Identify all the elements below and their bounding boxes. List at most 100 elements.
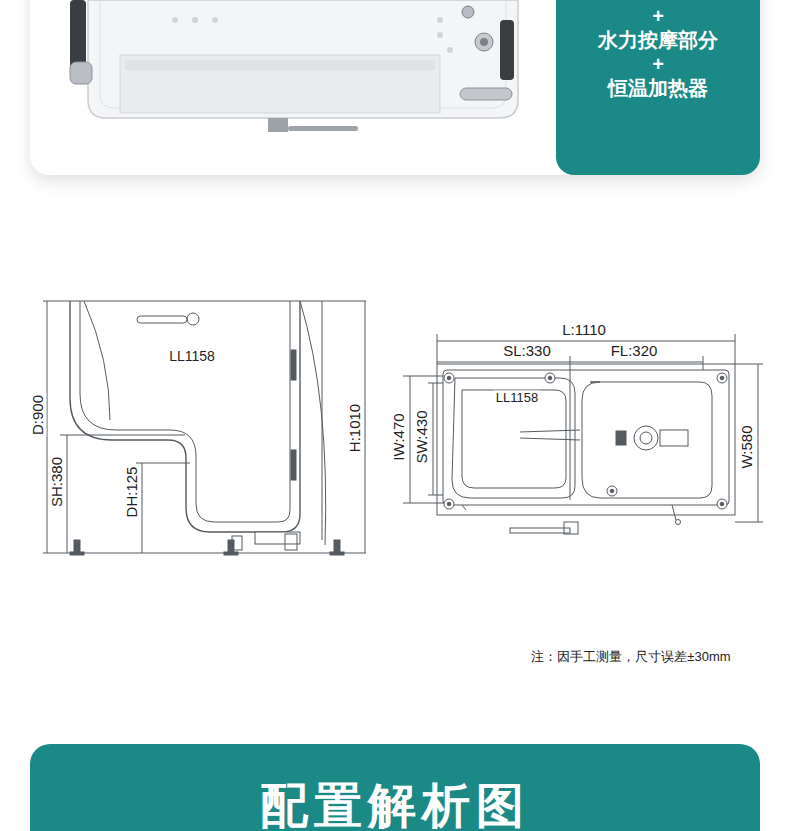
bathtub-photo-part <box>288 126 358 131</box>
node-text: + <box>652 52 664 76</box>
side-view-drawing-part <box>136 463 190 464</box>
dimension-label: DH:125 <box>123 465 140 520</box>
bathtub-photo-part <box>120 55 440 113</box>
bathtub-photo-part-part <box>192 17 198 23</box>
top-view-drawing-part <box>428 383 443 384</box>
top-view-drawing-part <box>582 382 712 498</box>
top-view-drawing-part <box>437 364 735 515</box>
top-view-drawing-part <box>703 356 704 370</box>
top-view-drawing-part-part <box>720 502 724 506</box>
side-view-drawing-part <box>43 553 366 554</box>
top-view-drawing-part <box>735 334 736 364</box>
dimension-label: L:1110 <box>560 321 608 338</box>
top-view-drawing-part <box>520 430 580 440</box>
top-view-drawing-part <box>640 432 652 444</box>
bathtub-photo-part <box>460 88 512 100</box>
top-view-drawing-part-part <box>610 489 614 493</box>
dimension-label: H:1010 <box>346 402 363 454</box>
side-view-drawing-part-part <box>334 540 340 553</box>
product-card-part <box>30 0 760 175</box>
side-view-drawing-part-part <box>228 540 234 553</box>
top-view-drawing-part <box>437 334 438 364</box>
bathtub-photo-part-part <box>212 17 218 23</box>
side-view-drawing-part-part <box>70 552 84 555</box>
side-view-drawing-part <box>300 301 326 545</box>
top-view-drawing-part <box>443 370 729 505</box>
bathtub-photo-part <box>268 118 288 132</box>
side-view-drawing-part <box>70 540 344 555</box>
top-view-drawing-part <box>676 520 681 525</box>
dimension-label: SH:380 <box>48 455 65 509</box>
side-view-drawing-part-part <box>224 552 238 555</box>
top-view-drawing-part-part <box>444 499 454 509</box>
top-view-drawing-part <box>672 505 676 520</box>
top-view-drawing-part <box>447 376 724 506</box>
bathtub-photo-part-part <box>172 17 178 23</box>
top-view-drawing-part-part <box>444 373 454 383</box>
side-view-drawing-part <box>291 350 296 380</box>
bathtub-photo-part <box>462 6 474 18</box>
top-view-drawing-part <box>403 503 443 504</box>
bathtub-photo-part <box>500 20 514 80</box>
top-view-drawing-part <box>735 522 763 523</box>
top-view-drawing-part-part <box>607 486 617 496</box>
bathtub-photo-part <box>125 60 435 70</box>
bathtub-photo-part <box>88 0 518 118</box>
side-view-drawing-part <box>291 450 296 480</box>
side-view-drawing-part <box>365 301 366 553</box>
side-view-drawing-part <box>47 301 48 553</box>
section-banner: 配置解析图 <box>30 744 760 831</box>
top-view-drawing-part-part <box>545 373 555 383</box>
top-view-drawing-part-part <box>717 373 727 383</box>
top-view-drawing-part <box>510 528 570 533</box>
top-view-drawing-part <box>660 430 688 446</box>
note-text: 注：因手工测量，尺寸误差±30mm <box>529 650 732 665</box>
side-view-drawing-part-part <box>330 552 344 555</box>
top-view-drawing-part <box>570 356 571 500</box>
bathtub-photo-part <box>70 62 92 84</box>
top-view-drawing-part <box>428 495 443 496</box>
top-view-drawing-part <box>758 364 759 522</box>
side-view-drawing-part <box>285 534 297 550</box>
top-view-drawing-part-part <box>548 376 552 380</box>
top-view-drawing-part-part <box>717 499 727 509</box>
side-view-drawing <box>43 301 366 555</box>
side-view-drawing-part <box>67 435 68 553</box>
top-view-drawing-part <box>452 378 575 498</box>
top-view-drawing-part <box>410 376 411 503</box>
top-view-drawing-part <box>444 373 727 509</box>
dimension-label: SL:330 <box>501 342 553 359</box>
side-view-drawing-part <box>80 301 290 522</box>
top-view-drawing-part <box>564 522 578 534</box>
side-view-drawing-part <box>84 301 110 420</box>
bathtub-photo <box>70 0 518 132</box>
top-view-drawing-part <box>616 431 626 445</box>
top-view-drawing-part-part <box>447 502 451 506</box>
bathtub-photo-part <box>480 38 488 46</box>
side-view-drawing-part <box>70 301 300 532</box>
bathtub-photo-part <box>172 17 453 53</box>
top-view-drawing-part <box>433 383 434 495</box>
dimension-label: W:580 <box>738 423 755 470</box>
bathtub-photo-part-part <box>437 32 443 38</box>
side-view-drawing-part <box>142 463 143 553</box>
side-view-drawing-part <box>137 316 187 323</box>
top-view-drawing-part <box>634 426 658 450</box>
product-card <box>30 0 760 175</box>
bathtub-photo-part-part <box>437 17 443 23</box>
node-text: 水力按摩部分 <box>598 28 718 52</box>
top-view-drawing-part <box>403 376 443 377</box>
top-view-drawing-part <box>437 341 735 342</box>
dimension-label: IW:470 <box>390 411 407 462</box>
side-view-drawing-part-part <box>74 540 80 553</box>
dimension-label: SW:430 <box>413 408 430 465</box>
dimension-label: D:900 <box>29 393 46 437</box>
model-label: LL1158 <box>494 391 540 406</box>
top-view-drawing-part-part <box>720 376 724 380</box>
node-text: 配置解析图 <box>30 782 760 830</box>
side-view-drawing-part <box>43 301 366 302</box>
top-view-drawing-part-part <box>447 376 451 380</box>
bathtub-photo-part <box>70 0 86 72</box>
bathtub-photo-part-part <box>447 47 453 53</box>
side-view-drawing-part <box>187 313 199 325</box>
